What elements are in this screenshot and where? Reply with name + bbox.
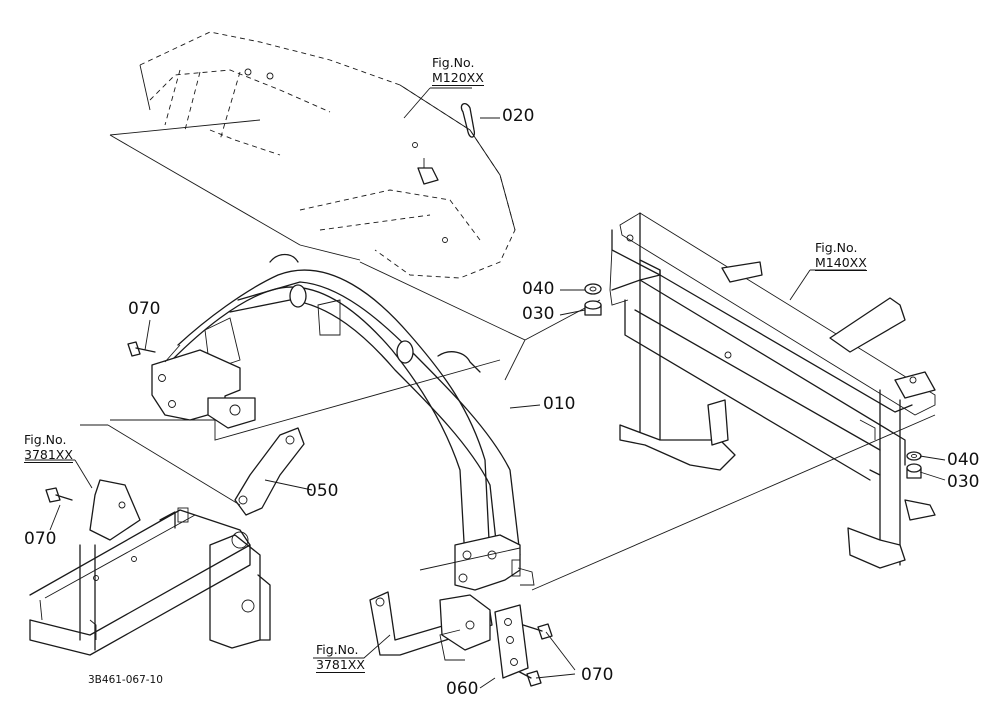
drawing-code: 3B461-067-10 [88,674,163,686]
part-label-030-center: 030 [522,304,555,324]
part-label-070-bottom: 070 [581,665,614,685]
fig-ref-m140-label: Fig.No. [815,240,858,255]
left-frame [29,479,271,656]
fig-ref-3781-bottom-label: Fig.No. [316,642,359,657]
washer-nut-right [906,451,922,479]
fig-ref-m120-number: M120XX [432,70,484,86]
fig-ref-3781-bottom: Fig.No. 3781XX [316,642,365,673]
fig-ref-m120: Fig.No. M120XX [432,55,484,86]
projection-lines [80,359,936,591]
pin-020 [460,103,476,138]
part-label-070-left: 070 [24,529,57,549]
part-label-060: 060 [446,679,479,699]
fig-ref-m140-number: M140XX [815,255,867,271]
fig-ref-3781-left-label: Fig.No. [24,432,67,447]
bottom-bracket [369,591,493,661]
fig-ref-3781-left: Fig.No. 3781XX [24,432,73,463]
part-label-040-center: 040 [522,279,555,299]
right-frame [609,212,936,569]
plate-050 [234,427,305,516]
washer-nut-center [584,283,602,316]
fig-ref-3781-bottom-number: 3781XX [316,657,365,673]
part-label-030-right: 030 [947,472,980,492]
fig-ref-3781-left-number: 3781XX [24,447,73,463]
fig-ref-m120-label: Fig.No. [432,55,475,70]
part-label-040-right: 040 [947,450,980,470]
part-label-020: 020 [502,106,535,126]
hood-assembly [109,31,601,381]
leader-lines [25,87,946,689]
part-label-010: 010 [543,394,576,414]
part-label-070-top: 070 [128,299,161,319]
frame-010 [151,253,535,591]
plate-060 [494,604,529,679]
part-label-050: 050 [306,481,339,501]
fig-ref-m140: Fig.No. M140XX [815,240,867,271]
